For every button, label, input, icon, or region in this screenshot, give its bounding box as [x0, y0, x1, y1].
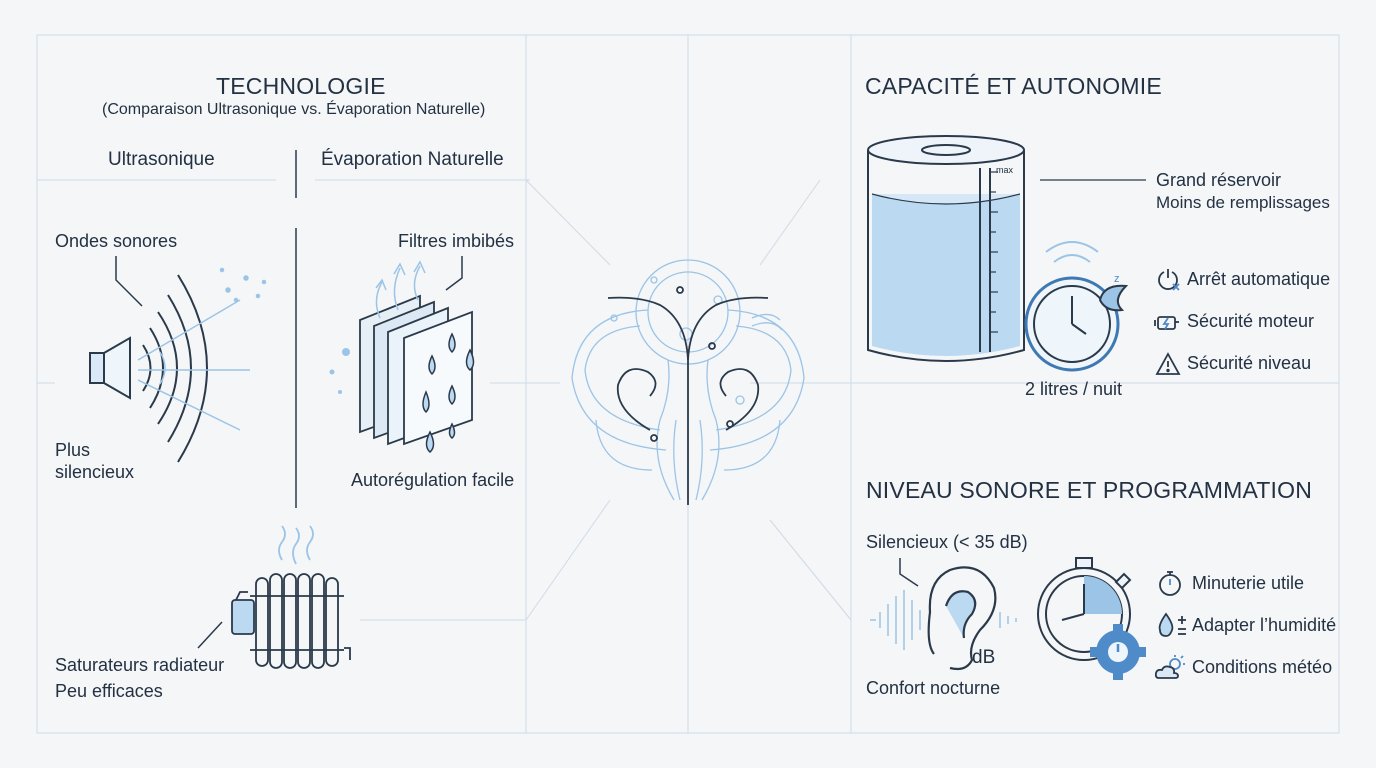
ultrasonic-benefit-line2: silencieux	[55, 462, 135, 482]
motor-safety-icon	[1153, 310, 1181, 341]
warning-label: Sécurité niveau	[1187, 353, 1312, 373]
radiator-label-line2: Peu efficaces	[55, 681, 163, 701]
ultrasonic-heading: Ultrasonique	[108, 149, 215, 170]
noise-title: NIVEAU SONORE ET PROGRAMMATION	[866, 477, 1313, 503]
water-tank-icon	[867, 135, 1146, 362]
db-label: dB	[972, 647, 996, 668]
tank-label-line1: Grand réservoir	[1156, 170, 1282, 190]
motor-safety-label: Sécurité moteur	[1187, 311, 1315, 331]
technology-subtitle: (Comparaison Ultrasonique vs. Évaporatio…	[102, 101, 486, 118]
capacity-duration: 2 litres / nuit	[1025, 379, 1123, 399]
heat-wave-icon	[278, 525, 314, 565]
sound-waveform	[870, 590, 1017, 650]
evaporation-benefit: Autorégulation facile	[351, 470, 515, 490]
radiator-label-line1: Saturateurs radiateur	[55, 655, 225, 675]
ultrasonic-callout: Ondes sonores	[55, 231, 178, 251]
technology-title: TECHNOLOGIE	[216, 73, 386, 99]
evaporation-callout: Filtres imbibés	[398, 231, 515, 251]
radiator-icon	[197, 573, 351, 669]
night-clock-icon	[1024, 241, 1129, 372]
ultrasonic-benefit-line1: Plus	[55, 440, 91, 460]
weather-label: Conditions météo	[1192, 657, 1333, 677]
warning-icon	[1155, 352, 1181, 381]
night-zz-marker: z	[1114, 273, 1120, 285]
humidity-adjust-label: Adapter l’humidité	[1192, 615, 1337, 635]
sound-wave-accent	[137, 267, 267, 431]
humidity-adjust-icon	[1156, 611, 1188, 644]
weather-icon	[1153, 654, 1189, 687]
capacity-title: CAPACITÉ ET AUTONOMIE	[865, 73, 1162, 99]
vapor-arrows	[329, 260, 426, 394]
central-emblem	[571, 259, 805, 505]
water-drops-icon	[422, 332, 475, 453]
speaker-icon	[89, 256, 208, 463]
auto-off-icon	[1156, 267, 1182, 298]
stopwatch-icon	[1037, 557, 1132, 661]
comfort-label: Confort nocturne	[866, 678, 1001, 698]
evaporation-heading: Évaporation Naturelle	[321, 149, 504, 170]
tank-label-line2: Moins de remplissages	[1156, 193, 1330, 212]
panel-grid	[36, 34, 1340, 734]
gear-icon	[1090, 624, 1146, 680]
tank-max-mark: max	[996, 165, 1014, 175]
timer-label: Minuterie utile	[1192, 573, 1305, 593]
timer-icon	[1158, 569, 1184, 602]
filter-stack-icon	[359, 256, 473, 446]
quiet-label: Silencieux (< 35 dB)	[866, 532, 1028, 552]
auto-off-label: Arrêt automatique	[1187, 269, 1331, 289]
ear-icon	[899, 558, 997, 671]
